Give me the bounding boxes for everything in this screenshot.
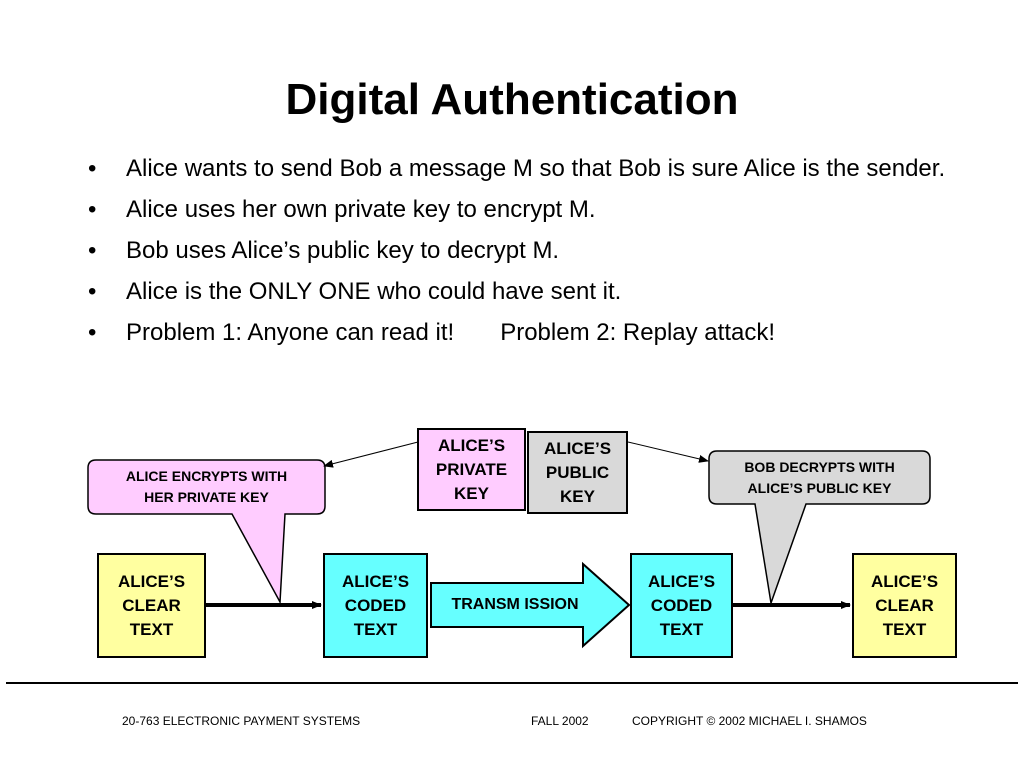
- coded-text-left-line-1: ALICE’S: [341, 571, 410, 591]
- bullet-item: • Alice is the ONLY ONE who could have se…: [88, 275, 948, 308]
- bullet-text: Alice wants to send Bob a message M so t…: [126, 155, 946, 182]
- clear-text-left-line-3: TEXT: [129, 619, 174, 639]
- private-key-line-2: PRIVATE: [435, 459, 508, 479]
- bullet-item: • Bob uses Alice’s public key to decrypt …: [88, 234, 948, 267]
- callout-encrypt: ALICE ENCRYPTS WITH HER PRIVATE KEY: [92, 461, 321, 513]
- callout-encrypt-line-1: ALICE ENCRYPTS WITH: [125, 468, 288, 484]
- bullet-marker: •: [88, 237, 97, 264]
- private-key-box: ALICE’S PRIVATE KEY: [417, 428, 526, 511]
- transmission-label: TRANSM ISSION: [451, 596, 579, 613]
- footer-divider: [6, 682, 1018, 684]
- footer-term: FALL 2002: [531, 714, 589, 728]
- coded-text-right-line-1: ALICE’S: [647, 571, 716, 591]
- bullet-text-problem-1: Problem 1: Anyone can read it!: [126, 319, 455, 346]
- public-key-pointer: [627, 441, 709, 463]
- clear-text-right-line-3: TEXT: [882, 619, 927, 639]
- clear-text-left-line-1: ALICE’S: [117, 571, 186, 591]
- callout-decrypt-line-1: BOB DECRYPTS WITH: [744, 458, 895, 475]
- bullet-list: • Alice wants to send Bob a message M so …: [88, 152, 948, 357]
- clear-text-right-line-2: CLEAR: [875, 595, 934, 615]
- public-key-line-3: KEY: [560, 486, 595, 506]
- footer-course: 20-763 ELECTRONIC PAYMENT SYSTEMS: [122, 714, 361, 728]
- public-key-line-1: ALICE’S: [543, 438, 612, 458]
- transmission-arrow: [430, 561, 631, 649]
- coded-text-right-line-3: TEXT: [659, 619, 704, 639]
- bullet-item: • Alice wants to send Bob a message M so …: [88, 152, 948, 185]
- bullet-text: Alice is the ONLY ONE who could have sen…: [126, 278, 622, 305]
- clear-text-right-line-1: ALICE’S: [870, 571, 939, 591]
- coded-text-left-line-2: CODED: [344, 595, 407, 615]
- coded-text-left-line-3: TEXT: [353, 619, 398, 639]
- bullet-marker: •: [88, 196, 97, 223]
- callout-encrypt-line-2: HER PRIVATE KEY: [144, 489, 269, 505]
- bullet-text-problem-2: Problem 2: Replay attack!: [500, 319, 775, 346]
- public-key-line-2: PUBLIC: [545, 462, 610, 482]
- footer-copyright: COPYRIGHT © 2002 MICHAEL I. SHAMOS: [632, 714, 867, 728]
- coded-text-right-line-2: CODED: [650, 595, 713, 615]
- clear-text-left-box: ALICE’S CLEAR TEXT: [97, 553, 206, 658]
- private-key-pointer: [323, 441, 419, 468]
- private-key-line-1: ALICE’S: [437, 435, 506, 455]
- callout-decrypt-bubble: [708, 450, 931, 604]
- bullet-text: Alice uses her own private key to encryp…: [126, 196, 596, 223]
- clear-text-right-box: ALICE’S CLEAR TEXT: [852, 553, 957, 658]
- callout-decrypt-line-2: ALICE’S PUBLIC KEY: [747, 479, 892, 496]
- slide-title: Digital Authentication: [285, 75, 739, 124]
- private-key-line-3: KEY: [454, 483, 489, 503]
- bullet-text: Bob uses Alice’s public key to decrypt M…: [126, 237, 560, 264]
- bullet-item: • Alice uses her own private key to encry…: [88, 193, 948, 226]
- bullet-marker: •: [88, 319, 97, 346]
- clear-text-left-line-2: CLEAR: [122, 595, 181, 615]
- bullet-marker: •: [88, 278, 97, 305]
- bullet-item: • Problem 1: Anyone can read it! Problem 2…: [88, 316, 948, 349]
- public-key-box: ALICE’S PUBLIC KEY: [527, 431, 628, 514]
- coded-text-left-box: ALICE’S CODED TEXT: [323, 553, 428, 658]
- bullet-marker: •: [88, 155, 97, 182]
- coded-text-right-box: ALICE’S CODED TEXT: [630, 553, 733, 658]
- callout-decrypt: BOB DECRYPTS WITH ALICE’S PUBLIC KEY: [713, 452, 926, 503]
